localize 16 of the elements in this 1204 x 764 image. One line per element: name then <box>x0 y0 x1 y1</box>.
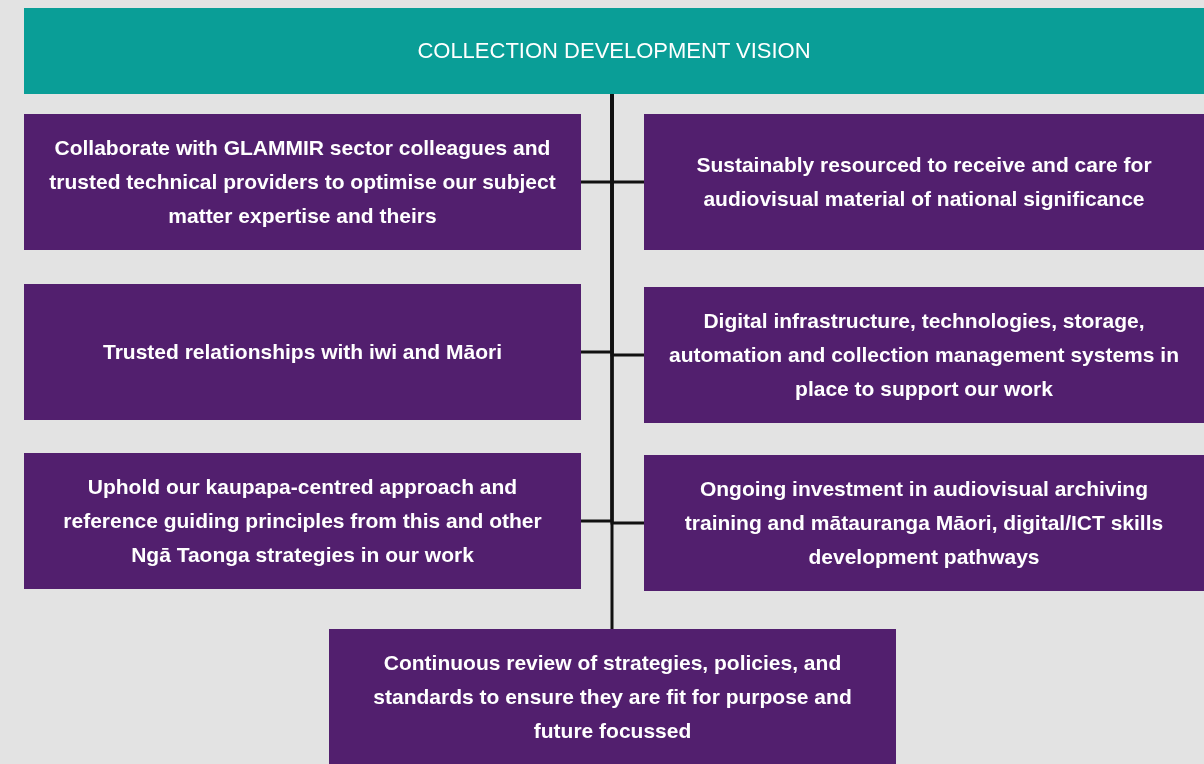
process-box <box>644 455 1204 591</box>
process-box <box>644 287 1204 423</box>
process-box <box>24 114 581 250</box>
box-text: Collaborate with GLAMMIR sector colleagues and trusted technical providers to optimise our subject matter expertise and theirs <box>48 135 557 229</box>
header-text: COLLECTION DEVELOPMENT VISION <box>417 37 811 65</box>
header-bar <box>24 8 1204 94</box>
box-text: Ongoing investment in audiovisual archiving training and mātauranga Māori, digital/ICT skills development pathways <box>683 476 1165 570</box>
box-text: Sustainably resourced to receive and care for audiovisual material of national significance <box>695 152 1153 212</box>
process-box <box>24 284 581 420</box>
box-text: Continuous review of strategies, policies, and standards to ensure they are fit for purpose and future focussed <box>372 649 853 744</box>
box-text: Trusted relationships with iwi and Māori <box>102 339 503 365</box>
process-box <box>644 114 1204 250</box>
process-box <box>24 453 581 589</box>
box-text: Digital infrastructure, technologies, storage, automation and collection management systems in place to support our work <box>668 308 1180 402</box>
process-box <box>329 629 896 764</box>
box-text: Uphold our kaupapa-centred approach and reference guiding principles from this and other Ngā Taonga strategies in our work <box>62 474 543 568</box>
